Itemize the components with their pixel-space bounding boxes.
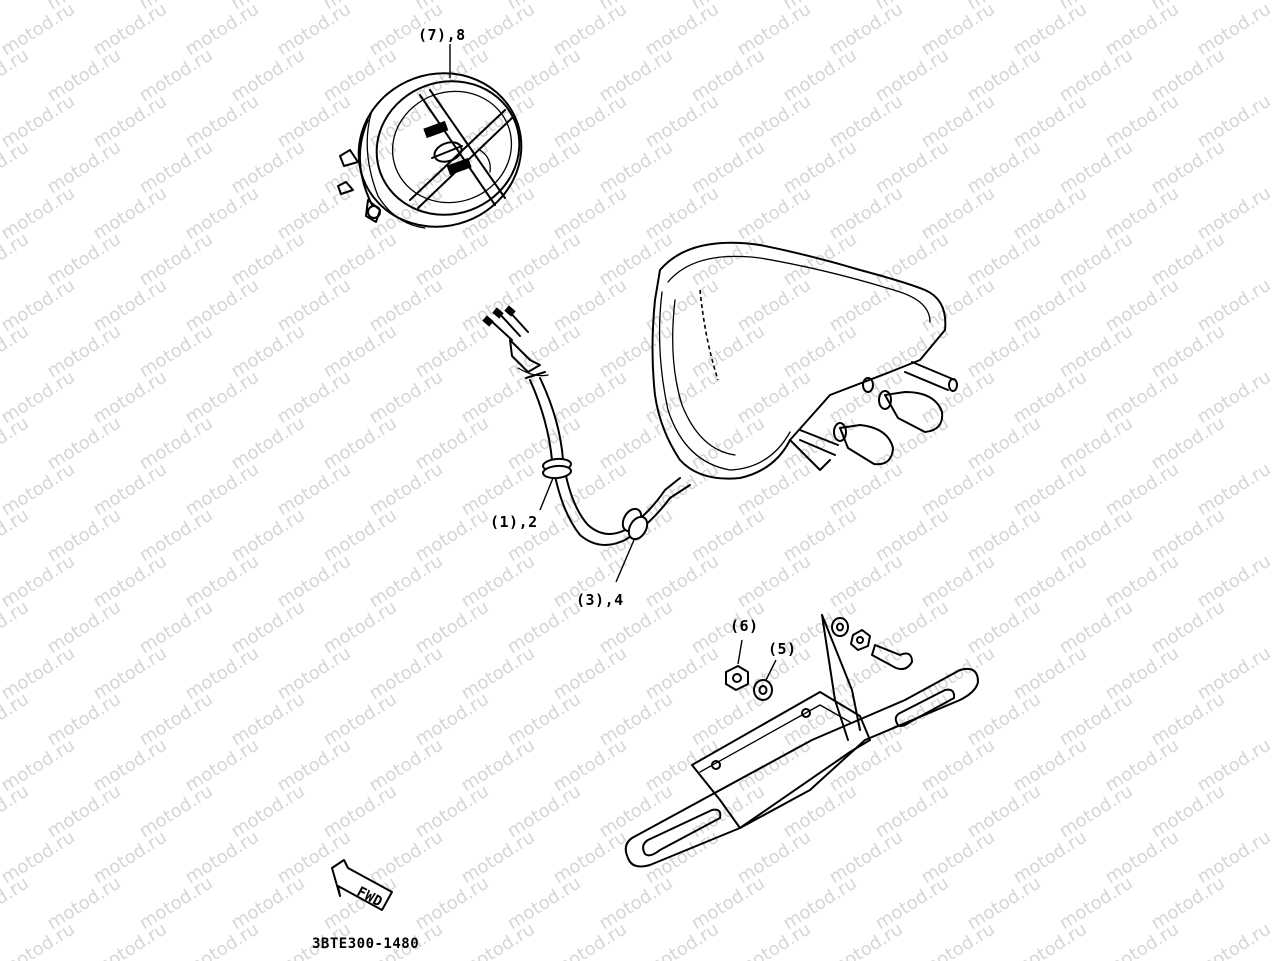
watermark-text: motod.ru bbox=[0, 919, 79, 961]
taillight-assembly bbox=[651, 241, 958, 480]
watermark-text: motod.ru bbox=[550, 919, 631, 961]
figure-code: 3BTE300-1480 bbox=[312, 936, 419, 952]
watermark-text: motod.ru bbox=[90, 919, 171, 961]
bracket-assembly bbox=[624, 614, 979, 868]
callout-washer: (5) bbox=[768, 640, 797, 658]
meter-assembly bbox=[337, 72, 523, 229]
callout-cord: (1),2 bbox=[490, 513, 538, 531]
fwd-arrow-icon: FWD bbox=[331, 859, 393, 911]
watermark-text: motod.ru bbox=[918, 919, 999, 961]
callout-nut: (6) bbox=[730, 617, 759, 635]
watermark-text: motod.ru bbox=[0, 0, 33, 14]
callout-grommet: (3),4 bbox=[576, 591, 624, 609]
watermark-text: motod.ru bbox=[1102, 919, 1183, 961]
watermark-text: motod.ru bbox=[734, 919, 815, 961]
watermark-text: motod.ru bbox=[1194, 919, 1275, 961]
cord-assembly bbox=[482, 305, 691, 546]
callout-meter: (7),8 bbox=[418, 26, 466, 44]
watermark-text: motod.ru bbox=[458, 919, 539, 961]
watermark-text: motod.ru bbox=[1010, 919, 1091, 961]
watermark-text: motod.ru bbox=[182, 919, 263, 961]
watermark-text: motod.ru bbox=[826, 919, 907, 961]
watermark-text: motod.ru bbox=[642, 919, 723, 961]
